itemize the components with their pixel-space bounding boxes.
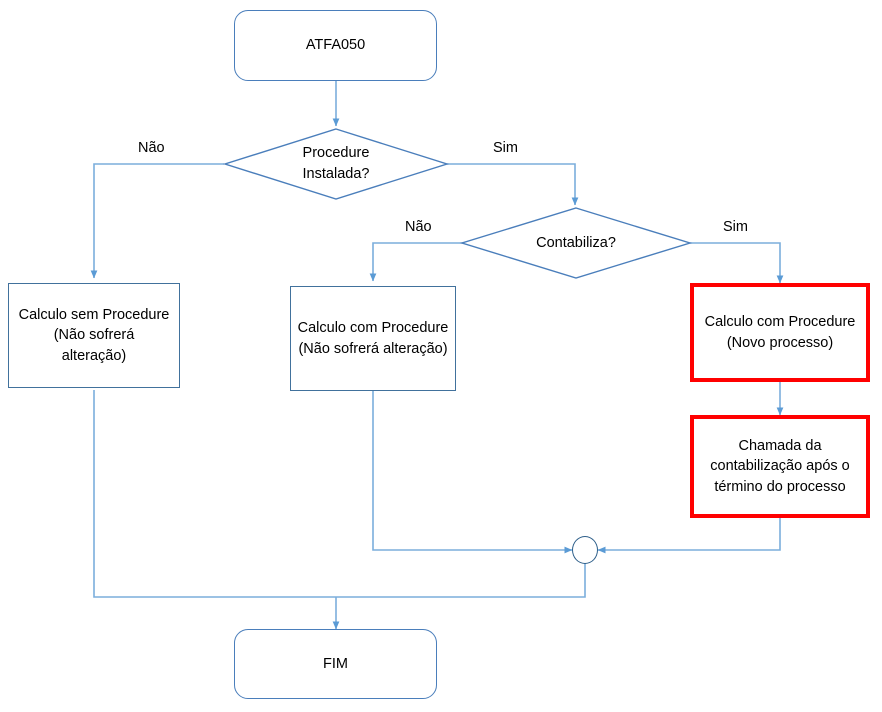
merge-connector-circle[interactable]: [572, 536, 598, 564]
node-chamada-contabilizacao[interactable]: Chamada da contabilização após o término…: [690, 415, 870, 518]
calc-com-line1: Calculo com Procedure: [297, 319, 449, 336]
edge-label-procedure-nao: Não: [138, 140, 165, 156]
edge-leftbox-to-rail: [93, 390, 336, 598]
node-chamada-contabilizacao-label: Chamada da contabilização após o término…: [710, 436, 849, 498]
decision-contabiliza-label: Contabiliza?: [536, 234, 616, 251]
node-calculo-com-procedure-sem-alteracao[interactable]: Calculo com Procedure (Não sofrerá alter…: [290, 286, 456, 391]
decision-procedure-instalada-label: Procedure Instalada?: [225, 129, 447, 199]
edge-redbox2-to-merge: [597, 518, 781, 554]
decision1-line2: Instalada?: [302, 166, 370, 182]
edge-decision1-nao: [90, 163, 224, 279]
edge-label-procedure-sim: Sim: [493, 140, 518, 156]
node-calculo-sem-procedure-label: Calculo sem Procedure (Não sofrerá alter…: [19, 305, 170, 367]
node-start-label: ATFA050: [305, 37, 366, 54]
chamada-line1: Chamada da: [738, 437, 822, 454]
edge-decision2-nao: [369, 242, 463, 282]
decision-procedure-instalada-shape: [222, 128, 450, 200]
edge-decision2-sim: [690, 242, 784, 284]
calc-sem-line3: alteração): [61, 347, 127, 364]
node-end-label: FIM: [323, 655, 348, 672]
edge-label-contabiliza-sim: Sim: [723, 219, 748, 235]
node-calculo-com-procedure-novo-label: Calculo com Procedure (Novo processo): [705, 312, 856, 353]
node-calculo-com-procedure-sem-alteracao-label: Calculo com Procedure (Não sofrerá alter…: [298, 318, 449, 359]
node-calculo-sem-procedure[interactable]: Calculo sem Procedure (Não sofrerá alter…: [8, 283, 180, 388]
chamada-line3: término do processo: [714, 478, 846, 495]
calc-novo-line1: Calculo com Procedure: [704, 313, 856, 330]
chamada-line2: contabilização após o: [710, 458, 850, 475]
edge-decision1-sim: [447, 163, 579, 206]
node-start[interactable]: ATFA050: [234, 10, 437, 81]
calc-sem-line1: Calculo sem Procedure: [18, 306, 170, 323]
node-decision-contabiliza[interactable]: Contabiliza?: [462, 208, 690, 278]
calc-com-line2: (Não sofrerá alteração): [298, 340, 448, 357]
edge-middlebox-to-merge: [372, 390, 573, 554]
node-decision-procedure-instalada[interactable]: Procedure Instalada?: [225, 129, 447, 199]
decision-contabiliza-shape: [459, 207, 693, 279]
edge-label-contabiliza-nao: Não: [405, 219, 432, 235]
edge-merge-to-rail: [336, 563, 586, 598]
node-end[interactable]: FIM: [234, 629, 437, 699]
calc-sem-line2: (Não sofrerá: [53, 327, 135, 344]
decision1-line1: Procedure: [302, 145, 370, 162]
calc-novo-line2: (Novo processo): [726, 334, 834, 351]
node-calculo-com-procedure-novo[interactable]: Calculo com Procedure (Novo processo): [690, 283, 870, 382]
